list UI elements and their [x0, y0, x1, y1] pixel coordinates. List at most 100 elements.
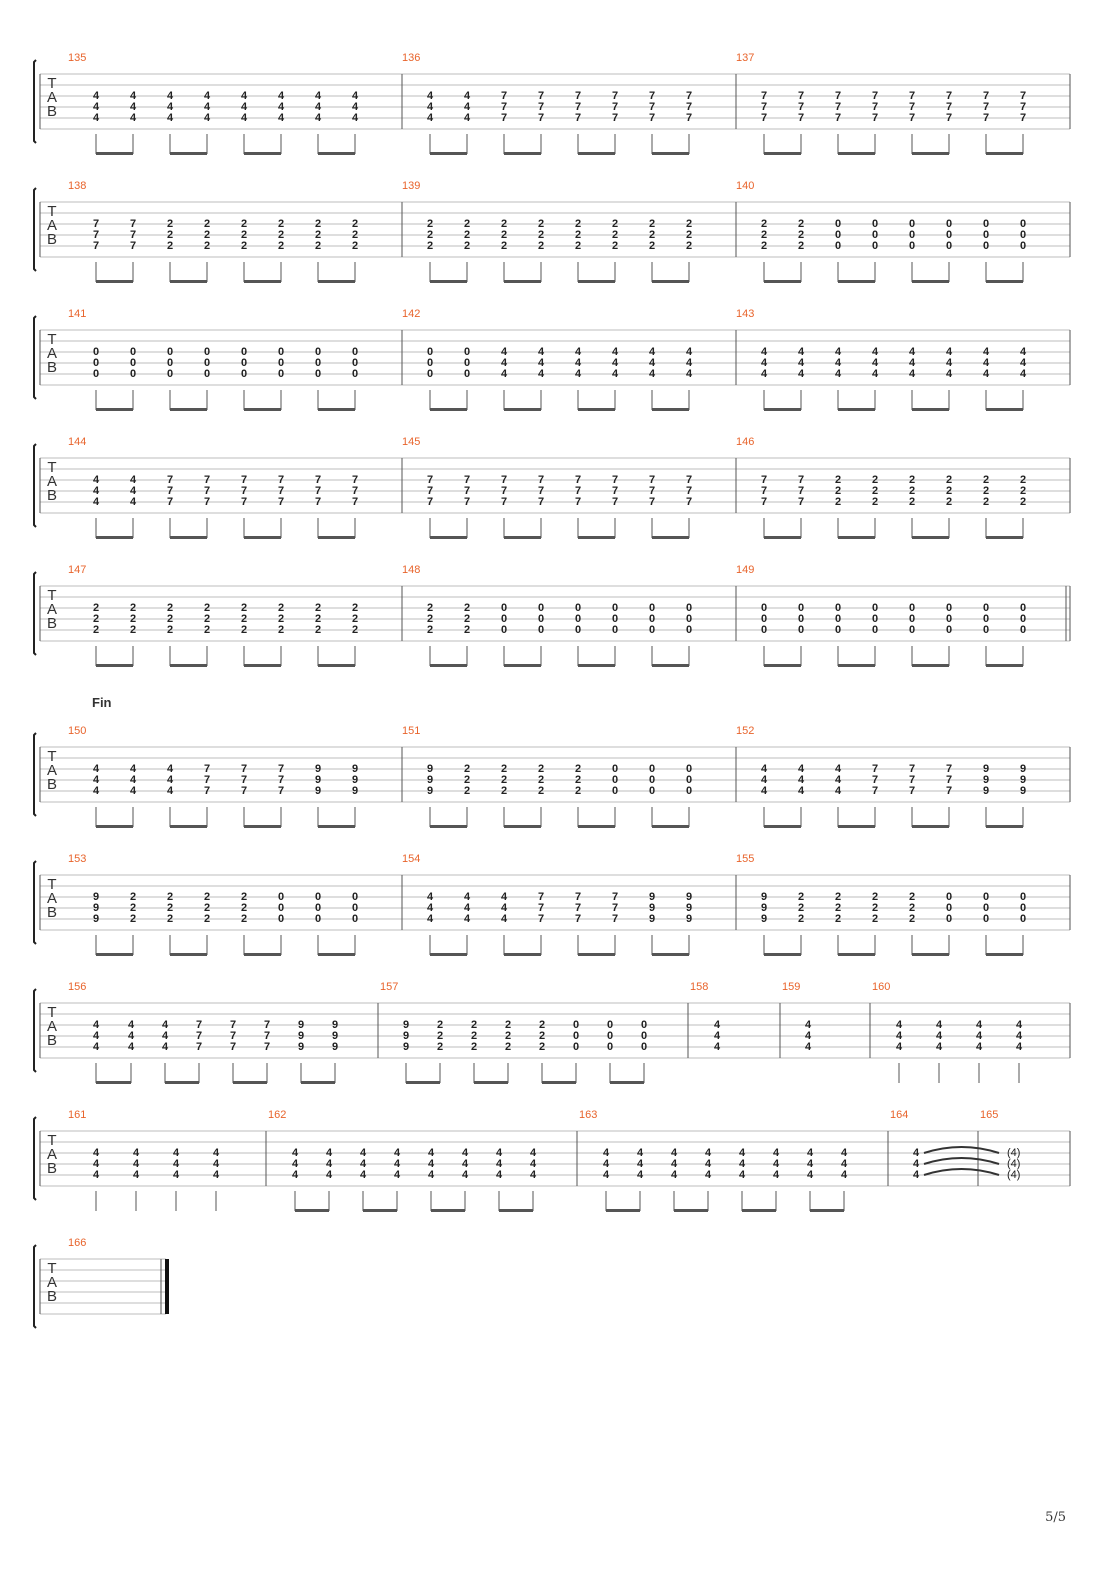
fret-number: 0 [982, 902, 990, 914]
fret-number: 7 [500, 112, 508, 124]
fret-number: 2 [129, 624, 137, 636]
fret-number: 7 [574, 913, 582, 925]
fret-number: 0 [240, 357, 248, 369]
fret-number: 0 [871, 613, 879, 625]
fret-number: 4 [685, 346, 693, 358]
fret-number: 4 [636, 1147, 644, 1159]
beam [986, 664, 1023, 667]
fret-number: 2 [611, 240, 619, 252]
fret-number: 4 [127, 1041, 135, 1053]
fret-number: 4 [132, 1158, 140, 1170]
fret-number: 7 [500, 485, 508, 497]
fret-number: 2 [611, 229, 619, 241]
fret-number: 4 [772, 1169, 780, 1181]
fret-number: 2 [574, 763, 582, 775]
fret-number: 2 [797, 218, 805, 230]
fret-number: 4 [574, 368, 582, 380]
fret-number: 0 [1019, 891, 1027, 903]
beam [578, 536, 615, 539]
measure-number: 161 [68, 1109, 87, 1121]
fret-number: 0 [572, 1041, 580, 1053]
fret-number: 4 [670, 1158, 678, 1170]
fret-number: 7 [537, 902, 545, 914]
fret-number: 4 [132, 1169, 140, 1181]
fret-number: 0 [606, 1030, 614, 1042]
fret-number: 4 [325, 1169, 333, 1181]
fret-number: 7 [685, 474, 693, 486]
fret-number: 4 [359, 1147, 367, 1159]
beam [96, 408, 133, 411]
fret-number: 4 [92, 1019, 100, 1031]
fret-number: 7 [537, 913, 545, 925]
fret-number: 4 [92, 1147, 100, 1159]
section-label-fin: Fin [92, 695, 112, 710]
fret-number: 0 [1019, 613, 1027, 625]
fret-number: 2 [797, 240, 805, 252]
fret-number: 7 [871, 785, 879, 797]
fret-number: 2 [426, 218, 434, 230]
fret-number: 0 [314, 902, 322, 914]
fret-number: 0 [277, 891, 285, 903]
fret-number: 0 [648, 785, 656, 797]
fret-number: 9 [982, 763, 990, 775]
fret-number: 2 [648, 229, 656, 241]
tie-arc [923, 1157, 1000, 1165]
fret-number: 2 [240, 624, 248, 636]
fret-number: 0 [129, 368, 137, 380]
fret-number: 0 [648, 613, 656, 625]
fret-number: 2 [277, 602, 285, 614]
fret-number: 9 [92, 891, 100, 903]
fret-number: 7 [945, 774, 953, 786]
fret-number: 4 [760, 357, 768, 369]
fret-number: 0 [572, 1030, 580, 1042]
beam [318, 825, 355, 828]
beam [764, 408, 801, 411]
fret-number: 0 [760, 613, 768, 625]
fret-number: 0 [611, 785, 619, 797]
fret-number: 2 [277, 229, 285, 241]
fret-number: 7 [129, 218, 137, 230]
fret-number: 7 [203, 496, 211, 508]
tab-clef-letter: T [47, 1132, 57, 1149]
beam [838, 825, 875, 828]
beam [244, 280, 281, 283]
fret-number: 4 [129, 763, 137, 775]
fret-number: 2 [314, 229, 322, 241]
fret-number: 9 [314, 763, 322, 775]
fret-number: 7 [871, 763, 879, 775]
fret-number: 4 [240, 101, 248, 113]
beam [578, 825, 615, 828]
fret-number: 2 [463, 240, 471, 252]
fret-number: 0 [797, 613, 805, 625]
system-bracket [33, 1244, 37, 1329]
fret-number: 4 [611, 368, 619, 380]
fret-number: 9 [331, 1019, 339, 1031]
fret-number: 4 [871, 357, 879, 369]
fret-number: 2 [463, 613, 471, 625]
fret-number: 4 [840, 1158, 848, 1170]
fret-number: 4 [529, 1147, 537, 1159]
measure-number: 156 [68, 981, 87, 993]
measure-number: 147 [68, 564, 87, 576]
fret-number: 0 [908, 240, 916, 252]
fret-number: 0 [351, 902, 359, 914]
beam [318, 664, 355, 667]
fret-number: 4 [359, 1158, 367, 1170]
fret-number: 7 [500, 101, 508, 113]
tab-clef-letter: A [46, 217, 57, 234]
fret-number: 4 [602, 1169, 610, 1181]
fret-number: 2 [351, 613, 359, 625]
fret-number: 7 [229, 1041, 237, 1053]
fret-number: 0 [351, 913, 359, 925]
tab-clef-letter: B [46, 103, 57, 120]
fret-number: 0 [945, 240, 953, 252]
fret-number: 9 [331, 1041, 339, 1053]
measure-number: 148 [402, 564, 421, 576]
tab-clef-letter: T [47, 459, 57, 476]
fret-number: 9 [297, 1019, 305, 1031]
fret-number: 7 [277, 496, 285, 508]
tab-clef-letter: T [47, 75, 57, 92]
fret-number: 4 [161, 1041, 169, 1053]
fret-number: 7 [611, 496, 619, 508]
fret-number: 4 [500, 357, 508, 369]
